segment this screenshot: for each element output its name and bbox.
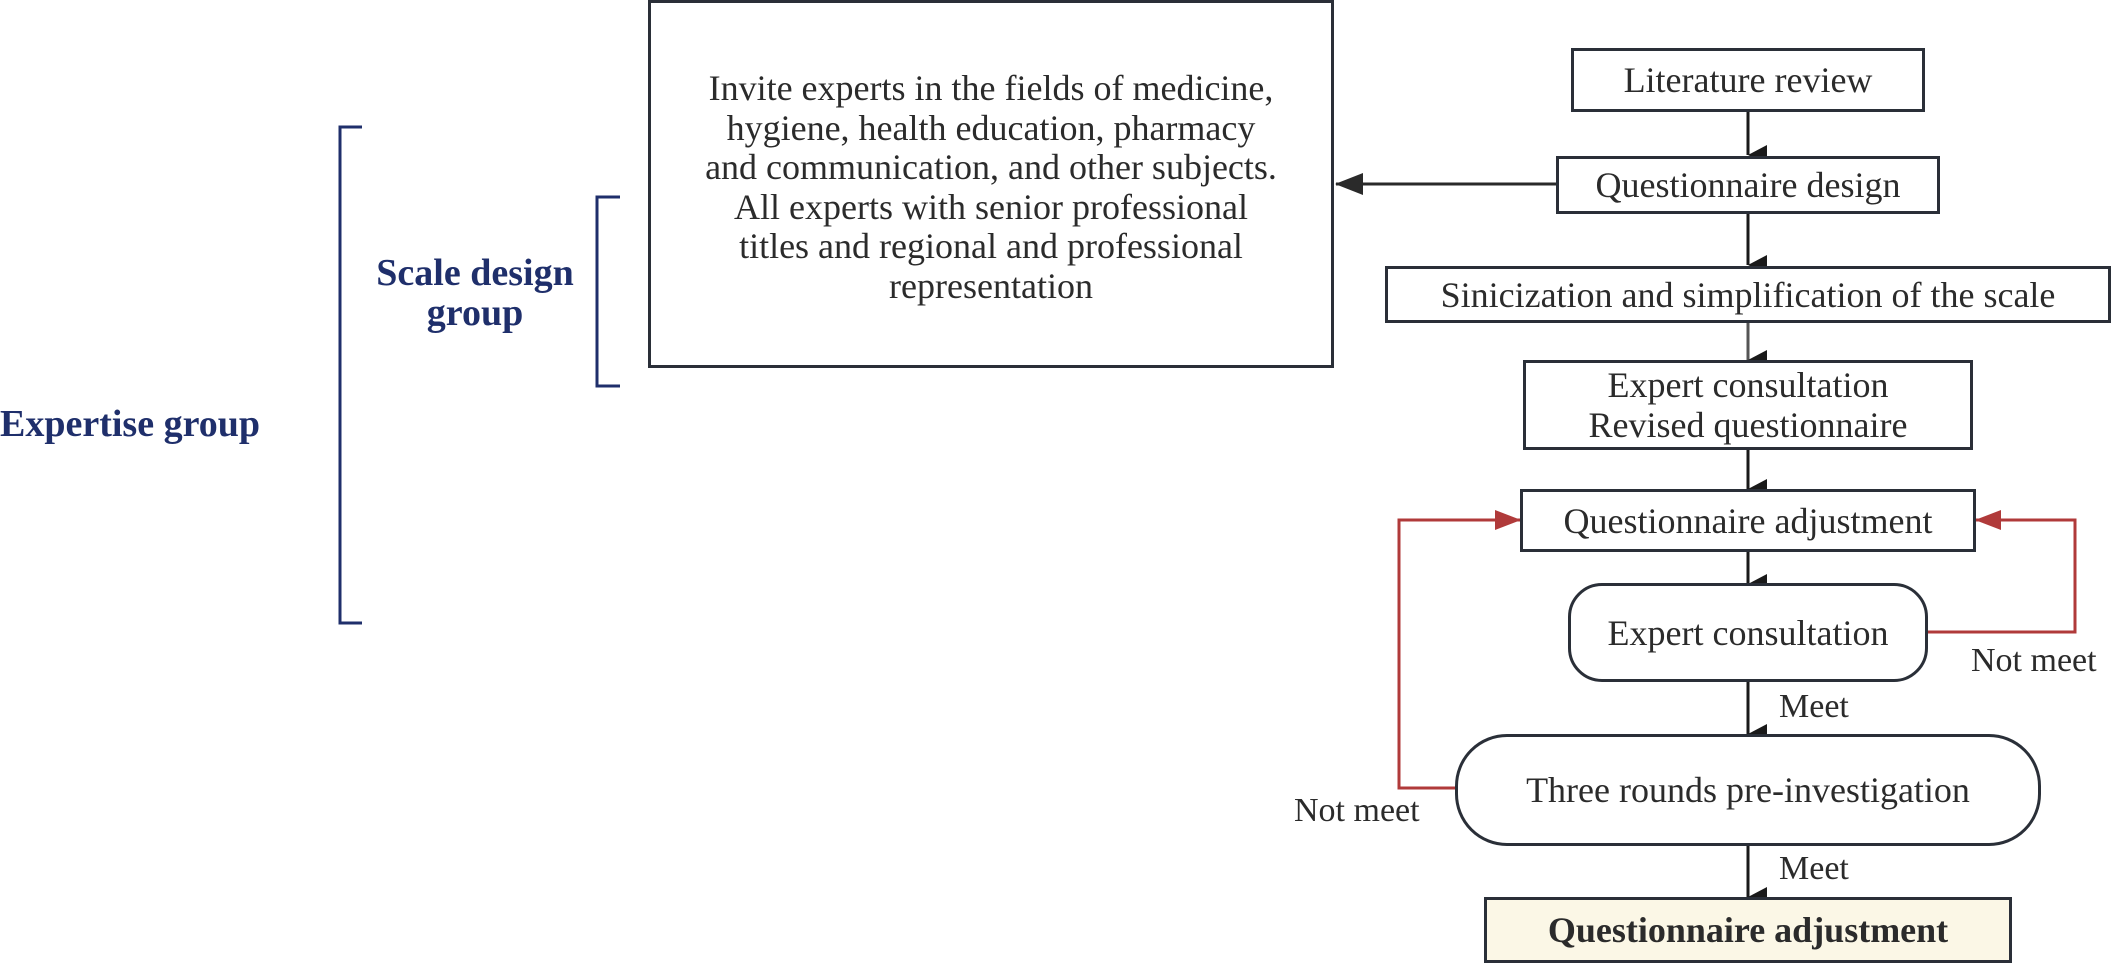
revised-questionnaire-text: Revised questionnaire xyxy=(1588,405,1908,445)
not-meet-label-left: Not meet xyxy=(1294,792,1420,829)
questionnaire-design-box: Questionnaire design xyxy=(1556,156,1940,214)
feedback-right xyxy=(1925,510,2077,634)
literature-review-box: Literature review xyxy=(1571,48,1925,112)
sinicization-text: Sinicization and simplification of the s… xyxy=(1440,274,2056,315)
invite-experts-box: Invite experts in the fields of medicine… xyxy=(648,0,1334,368)
invite-line-2: hygiene, health education, pharmacy xyxy=(726,107,1256,148)
scale-design-label-line2: group xyxy=(426,292,524,334)
scale-design-group-label: Scale design group xyxy=(350,253,600,333)
invite-line-3: and communication, and other subjects. xyxy=(705,147,1277,187)
expertise-group-label: Expertise group xyxy=(0,403,261,445)
not-meet-label-right: Not meet xyxy=(1971,642,2097,679)
literature-review-text: Literature review xyxy=(1623,60,1873,100)
invite-line-6: representation xyxy=(889,265,1093,306)
questionnaire-adjustment-text: Questionnaire adjustment xyxy=(1563,500,1933,541)
expert-consultation-node: Expert consultation xyxy=(1568,583,1928,682)
invite-line-5: titles and regional and professional xyxy=(739,226,1243,266)
invite-line-1: Invite experts in the fields of medicine… xyxy=(708,68,1274,108)
three-rounds-node: Three rounds pre-investigation xyxy=(1455,734,2041,846)
final-questionnaire-adjustment-box: Questionnaire adjustment xyxy=(1484,897,2012,963)
meet-label-1: Meet xyxy=(1779,688,1849,725)
invite-experts-text: Invite experts in the fields of medicine… xyxy=(651,68,1331,306)
expert-consultation-text: Expert consultation xyxy=(1607,365,1889,405)
three-rounds-text: Three rounds pre-investigation xyxy=(1526,770,1970,810)
sinicization-box: Sinicization and simplification of the s… xyxy=(1385,266,2111,323)
expert-consultation-revised-box: Expert consultation Revised questionnair… xyxy=(1523,360,1973,450)
expert-consultation-node-text: Expert consultation xyxy=(1607,612,1889,653)
expertise-bracket xyxy=(338,125,362,625)
scale-design-label-line1: Scale design xyxy=(376,252,574,294)
invite-line-4: All experts with senior professional xyxy=(734,186,1248,227)
meet-label-2: Meet xyxy=(1779,850,1849,887)
scale-design-bracket xyxy=(595,195,620,388)
final-adjustment-text: Questionnaire adjustment xyxy=(1547,910,1949,950)
feedback-left xyxy=(1397,510,1521,790)
questionnaire-adjustment-box: Questionnaire adjustment xyxy=(1520,489,1976,552)
questionnaire-design-text: Questionnaire design xyxy=(1595,165,1901,205)
